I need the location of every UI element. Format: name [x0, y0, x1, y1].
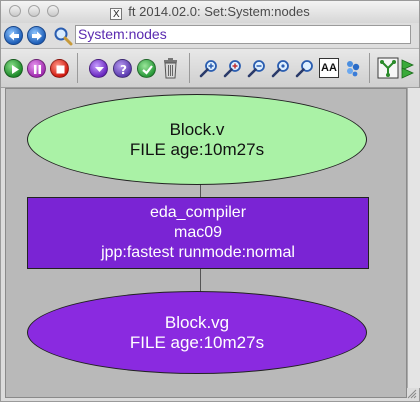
- arrow-left-icon: [9, 31, 19, 41]
- back-button[interactable]: [4, 26, 23, 45]
- node-name: Block.vg: [164, 312, 230, 332]
- graph-edge: [200, 184, 201, 201]
- node-detail: FILE age:10m27s: [129, 332, 265, 352]
- resize-grip-icon[interactable]: [405, 387, 417, 399]
- help-button[interactable]: ?: [113, 59, 132, 78]
- play-icon: [12, 65, 19, 74]
- cluster-icon[interactable]: [343, 58, 363, 78]
- zoom-out-icon[interactable]: [247, 58, 267, 78]
- toolbar-separator: [369, 53, 370, 83]
- pause-icon: [34, 65, 41, 74]
- close-window-button[interactable]: [9, 5, 21, 17]
- chevron-down-icon: [95, 67, 104, 72]
- window-title: ft 2014.02.0: Set:System:nodes: [128, 4, 310, 19]
- node-detail: FILE age:10m27s: [129, 139, 265, 159]
- zoom-in-icon[interactable]: [199, 58, 219, 78]
- toolbar-separator: [189, 53, 190, 83]
- trash-icon[interactable]: [161, 57, 180, 79]
- toolbar: ?: [1, 48, 419, 88]
- node-block-v[interactable]: Block.v FILE age:10m27s: [27, 94, 367, 185]
- node-block-vg[interactable]: Block.vg FILE age:10m27s: [27, 291, 367, 374]
- question-icon: ?: [120, 63, 127, 77]
- stop-button[interactable]: [50, 59, 69, 78]
- node-eda-compiler[interactable]: eda_compiler mac09 jpp:fastest runmode:n…: [27, 197, 369, 269]
- toolbar-separator: [77, 53, 78, 83]
- forward-button[interactable]: [27, 26, 46, 45]
- node-params: jpp:fastest runmode:normal: [101, 244, 295, 261]
- stop-icon: [56, 65, 65, 74]
- zoom-region-icon[interactable]: [295, 58, 315, 78]
- navigation-bar: System:nodes: [1, 23, 419, 47]
- text-size-button[interactable]: AA: [319, 58, 339, 78]
- path-input[interactable]: System:nodes: [75, 25, 411, 44]
- svg-text:?: ?: [120, 63, 127, 77]
- node-host: mac09: [173, 224, 223, 241]
- graph-canvas[interactable]: Block.v FILE age:10m27s eda_compiler mac…: [5, 88, 407, 398]
- x11-app-icon: X: [110, 8, 123, 20]
- checkmark-icon: [142, 65, 153, 75]
- run-button[interactable]: [4, 59, 23, 78]
- node-name: Block.v: [169, 119, 225, 139]
- expand-button[interactable]: [89, 59, 108, 78]
- zoom-window-button[interactable]: [47, 5, 59, 17]
- minimize-window-button[interactable]: [28, 5, 40, 17]
- vertical-scrollbar[interactable]: [407, 88, 420, 388]
- search-icon[interactable]: [53, 26, 73, 46]
- graph-edge: [200, 268, 201, 294]
- zoom-fit-icon[interactable]: [223, 58, 243, 78]
- flow-direction-icon[interactable]: [401, 57, 417, 79]
- tree-layout-icon[interactable]: [377, 57, 399, 79]
- node-name: eda_compiler: [149, 204, 247, 221]
- confirm-button[interactable]: [137, 59, 156, 78]
- pause-button[interactable]: [27, 59, 46, 78]
- arrow-right-icon: [32, 31, 42, 41]
- zoom-reset-icon[interactable]: [271, 58, 291, 78]
